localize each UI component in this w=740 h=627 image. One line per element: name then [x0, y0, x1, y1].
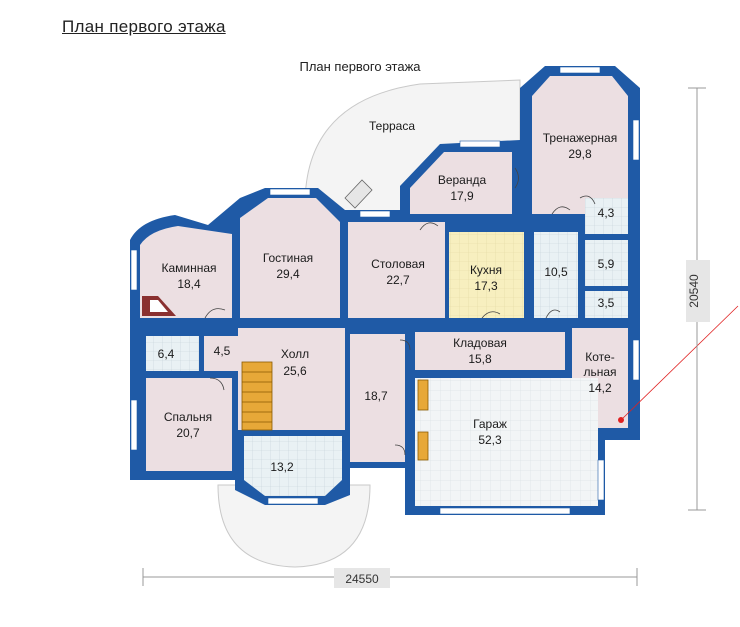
plan-caption: План первого этажа — [299, 59, 421, 74]
area-gym: 29,8 — [568, 147, 592, 161]
label-terrace: Терраса — [369, 119, 415, 133]
area-boiler: 14,2 — [588, 381, 612, 395]
area-wc1: 4,3 — [598, 206, 615, 220]
dimension-horizontal: 24550 — [142, 568, 638, 588]
doors — [204, 167, 596, 456]
area-veranda: 17,9 — [450, 189, 474, 203]
area-fireplace: 18,4 — [177, 277, 201, 291]
label-bedroom: Спальня — [164, 410, 212, 424]
label-boiler-2: льная — [583, 365, 616, 379]
label-garage: Гараж — [473, 417, 507, 431]
dimension-height: 20540 — [687, 274, 701, 308]
area-passage: 18,7 — [364, 389, 388, 403]
label-pantry: Кладовая — [453, 336, 507, 350]
dimension-width: 24550 — [345, 572, 379, 586]
page-title: План первого этажа — [62, 17, 226, 36]
terrace-steps-icon — [344, 179, 373, 209]
area-corridor: 4,5 — [214, 344, 231, 358]
label-kitchen: Кухня — [470, 263, 502, 277]
area-vestibule: 13,2 — [270, 460, 294, 474]
area-living: 29,4 — [276, 267, 300, 281]
area-bath2: 6,4 — [158, 347, 175, 361]
porch — [217, 484, 371, 568]
label-living: Гостиная — [263, 251, 313, 265]
windows — [130, 66, 640, 515]
area-kitchen: 17,3 — [474, 279, 498, 293]
room-labels: Терраса Тренажерная 29,8 Веранда 17,9 Ка… — [158, 119, 618, 474]
label-hall: Холл — [281, 347, 309, 361]
area-wc3: 3,5 — [598, 296, 615, 310]
area-bath1: 10,5 — [544, 265, 568, 279]
dimension-vertical: 20540 — [686, 87, 710, 511]
area-hall: 25,6 — [283, 364, 307, 378]
label-fireplace: Каминная — [161, 261, 216, 275]
label-dining: Столовая — [371, 257, 425, 271]
area-bedroom: 20,7 — [176, 426, 200, 440]
area-wc2: 5,9 — [598, 257, 615, 271]
label-gym: Тренажерная — [543, 131, 617, 145]
label-boiler-1: Коте- — [585, 350, 614, 364]
label-veranda: Веранда — [438, 173, 487, 187]
area-garage: 52,3 — [478, 433, 502, 447]
marker-line — [620, 305, 739, 421]
area-dining: 22,7 — [386, 273, 410, 287]
staircase — [241, 361, 429, 461]
area-pantry: 15,8 — [468, 352, 492, 366]
